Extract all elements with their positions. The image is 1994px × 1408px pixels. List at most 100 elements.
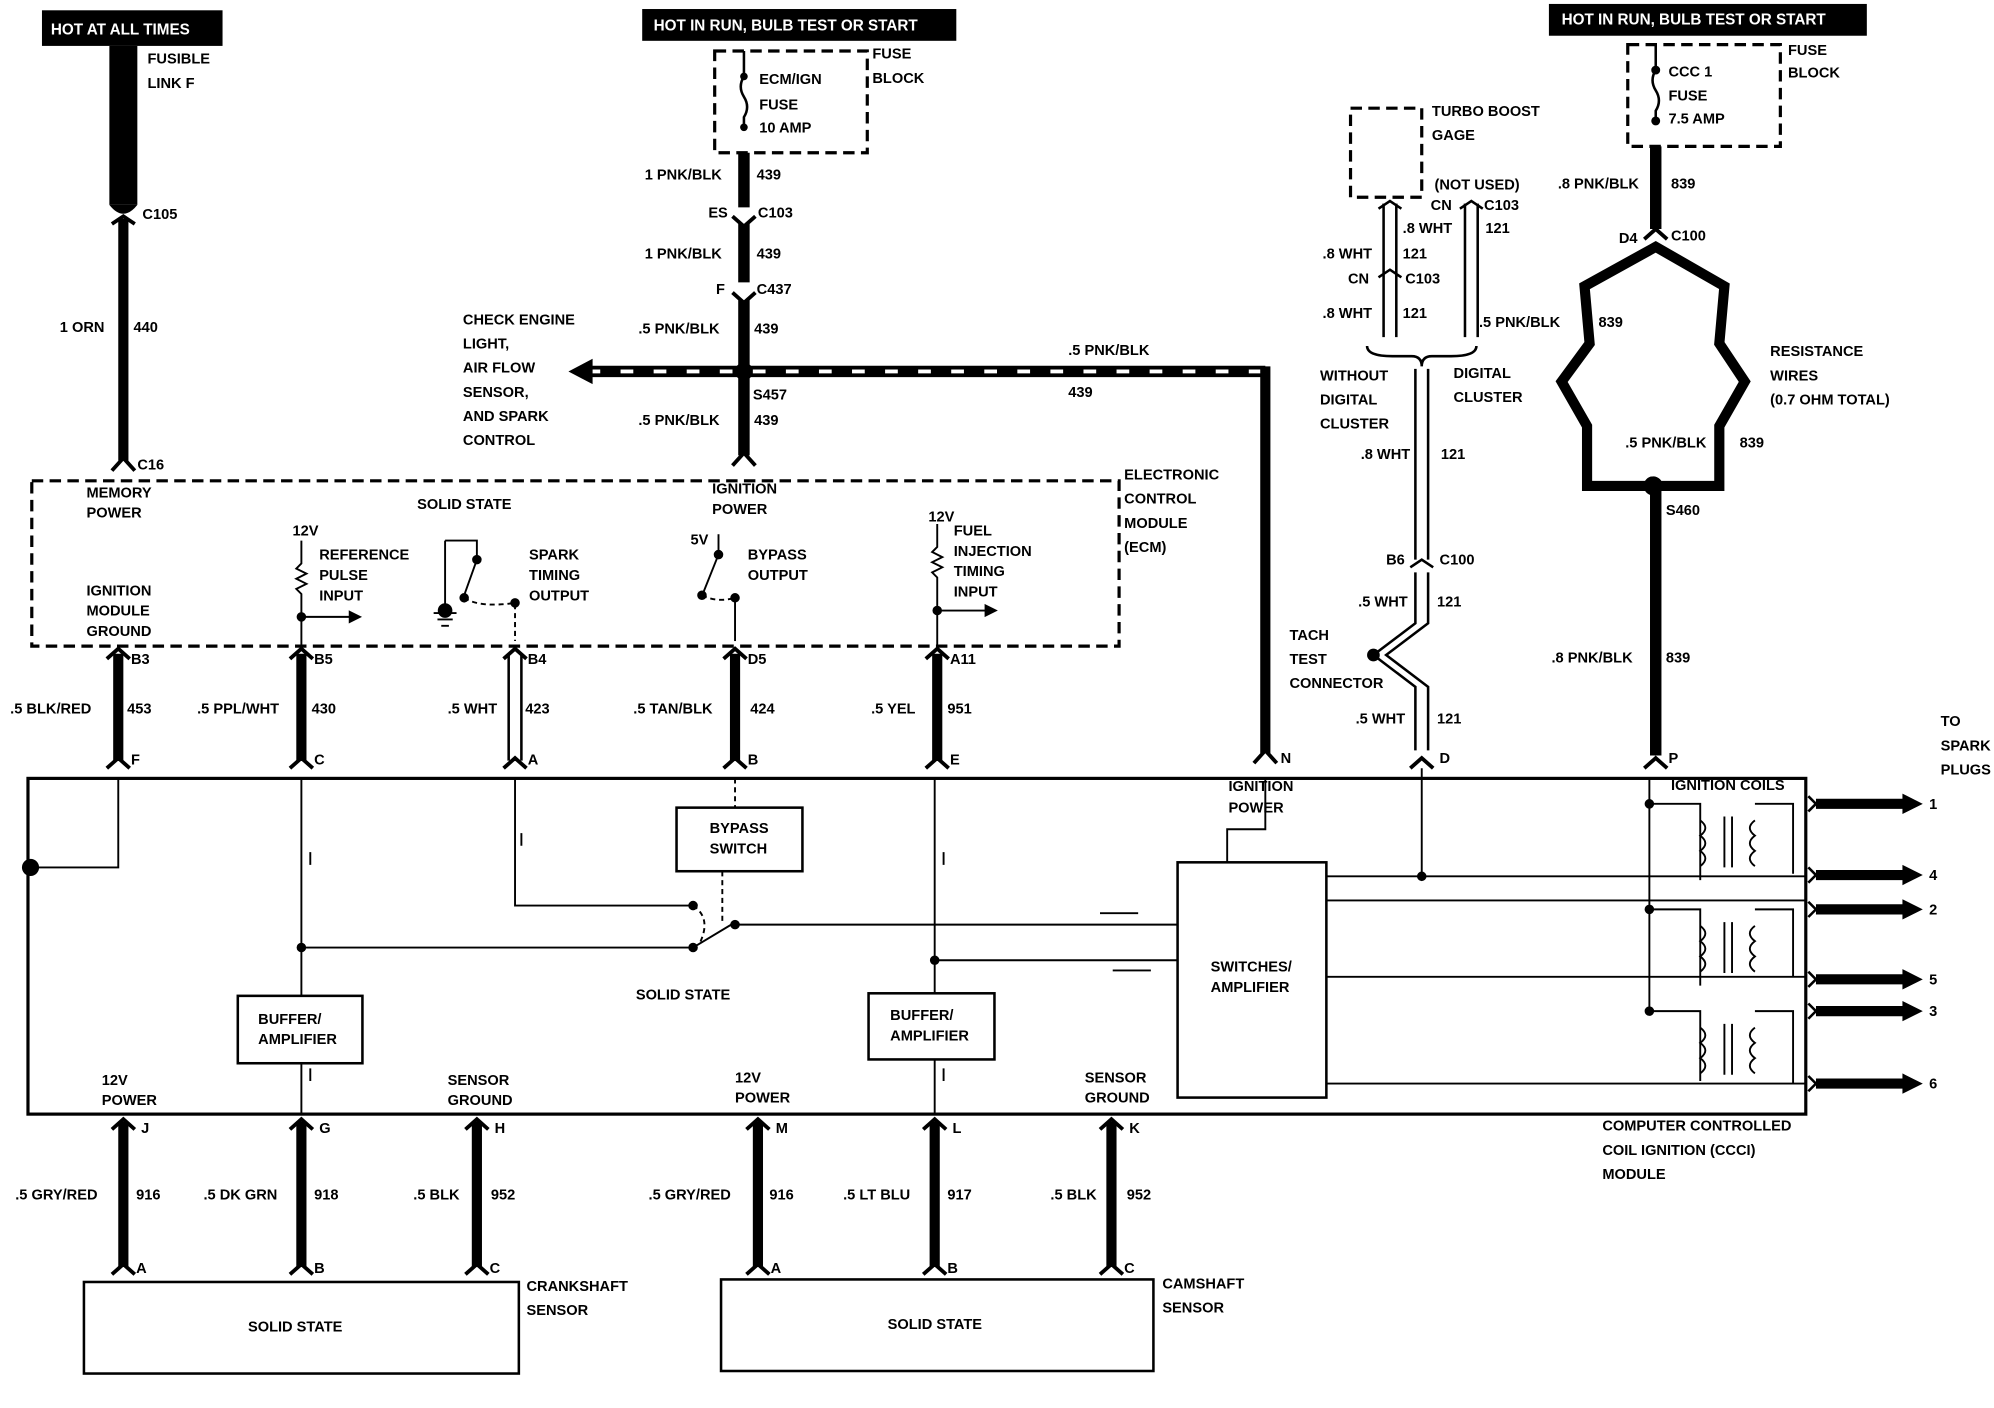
label-sensor-pins-1-pin: G [319, 1121, 330, 1137]
sensor-wires [110, 1116, 1125, 1276]
label-tach-without-2: CLUSTER [1320, 417, 1389, 433]
label-tach-nc: 121 [1403, 306, 1427, 322]
label-ecm-fuel-3: INPUT [954, 585, 998, 601]
label-ecm-ref-2: INPUT [319, 588, 363, 604]
label-tach-not-used: (NOT USED) [1434, 178, 1519, 194]
label-tach-cn1: CN [1431, 198, 1452, 214]
label-ccc-fuse-block1: FUSE [1788, 43, 1827, 59]
label-ecm-fuse-name2: FUSE [759, 97, 798, 113]
label-ecm-spark-1: TIMING [529, 568, 580, 584]
label-ecm-pins-3-pin: D5 [748, 652, 767, 668]
label-sensor-pins-3-pin: M [776, 1121, 788, 1137]
label-ccc-fuse-name1: CCC 1 [1668, 64, 1712, 80]
bypass-switch-box [675, 806, 804, 873]
label-sensor-pins-1-color: .5 DK GRN [203, 1187, 277, 1203]
wire-439 [731, 152, 757, 467]
label-ecm-fuse-rating: 10 AMP [759, 120, 811, 136]
label-tach-digital-1: CLUSTER [1454, 390, 1523, 406]
label-ecm-pins-1-ccci: C [314, 752, 325, 768]
label-ecm-ign-gnd-2: GROUND [86, 624, 151, 640]
label-ccci-p12a-0: 12V [102, 1073, 128, 1089]
label-ecm-pins-4-circuit: 951 [947, 702, 971, 718]
label-ecm-pins-2-circuit: 423 [525, 702, 549, 718]
ecm-fuse-symbol [739, 50, 749, 132]
label-ccci-sg2-0: SENSOR [1085, 1070, 1147, 1086]
label-ecm-fuse-w4n: 439 [754, 413, 778, 429]
label-tach-nf: 121 [1437, 595, 1461, 611]
ccci-internal-wiring [21, 768, 1806, 1115]
label-ecm-fuse-c103: C103 [758, 206, 793, 222]
label-ecm-name-3: (ECM) [1124, 540, 1166, 556]
spark-plug-output-4 [1807, 969, 1923, 990]
label-ecm-pins-2-pin: B4 [528, 652, 548, 668]
label-ecm-pins-4-pin: A11 [950, 652, 976, 668]
label-sensor-pins-1-circuit: 918 [314, 1187, 338, 1203]
label-ccci-solid-state: SOLID STATE [636, 988, 731, 1004]
label-tach-wa: .8 WHT [1403, 221, 1453, 237]
label-tach-ng: 121 [1437, 712, 1461, 728]
label-ecm-fuse-w3c: .5 PNK/BLK [638, 321, 720, 337]
label-ccci-name-0: COMPUTER CONTROLLED [1602, 1119, 1791, 1135]
label-check-engine-2: AIR FLOW [463, 361, 535, 377]
label-tach-gage-1: GAGE [1432, 128, 1475, 144]
label-ccc-fuse-s460: S460 [1666, 503, 1700, 519]
label-ecm-fuse-branch-n: 439 [1068, 385, 1092, 401]
label-ecm-bypass-0: BYPASS [748, 548, 807, 564]
label-ecm-pins-1-circuit: 430 [312, 702, 336, 718]
label-ccci-p12a-1: POWER [102, 1093, 158, 1109]
label-sensor-pins-2-pin: H [495, 1121, 506, 1137]
label-tach-nb: 121 [1403, 246, 1427, 262]
label-sensor-pins-5-color: .5 BLK [1050, 1187, 1097, 1203]
label-tach-gage-0: TURBO BOOST [1432, 104, 1540, 120]
label-ccc-fuse-d4: D4 [1619, 231, 1639, 247]
label-tach-pin-d: D [1440, 751, 1451, 767]
wire-839 [1555, 44, 1751, 770]
label-ccc-fuse-w3c: .8 PNK/BLK [1551, 651, 1633, 667]
label-tach-pnk: .5 PNK/BLK [1479, 315, 1561, 331]
label-ecm-solid-state: SOLID STATE [417, 497, 512, 513]
label-tach-wd: .8 WHT [1361, 447, 1411, 463]
label-ccci-buffer2-1: AMPLIFIER [890, 1028, 969, 1044]
label-ecm-memory-1: POWER [86, 506, 142, 522]
label-left-feed-c105: C105 [142, 207, 177, 223]
label-ccci-name-1: COIL IGNITION (CCCI) [1602, 1143, 1755, 1159]
label-ccci-outputs-2: 2 [1929, 902, 1937, 918]
hot-run-bar-right [1548, 3, 1867, 36]
label-ccci-sg2-1: GROUND [1085, 1091, 1150, 1107]
hot-run-bar-mid [642, 9, 957, 41]
camshaft-sensor-box [719, 1278, 1155, 1373]
label-ccci-outputs-1: 4 [1929, 868, 1938, 884]
label-left-feed-fusible2: LINK F [148, 76, 195, 92]
label-ecm-fuse-w3n: 439 [754, 321, 778, 337]
label-ccc-fuse-resistance-0: RESISTANCE [1770, 344, 1863, 360]
label-ccci-outputs-4: 3 [1929, 1004, 1937, 1020]
label-ccci-to-plugs-1: SPARK [1941, 738, 1992, 754]
label-ccc-fuse-block2: BLOCK [1788, 66, 1840, 82]
label-tach-c100: C100 [1440, 553, 1475, 569]
label-sensor-pins-0-end: A [136, 1261, 147, 1277]
label-ecm-fuse-block2: BLOCK [872, 71, 924, 87]
label-sensor-pins-2-color: .5 BLK [413, 1187, 460, 1203]
label-tach-wf: .5 WHT [1356, 712, 1406, 728]
label-tach-connector-2: CONNECTOR [1289, 676, 1383, 692]
label-sensor-pins-1-end: B [314, 1261, 325, 1277]
label-check-engine-0: CHECK ENGINE [463, 312, 575, 328]
label-left-feed-fusible1: FUSIBLE [148, 52, 211, 68]
label-sensor-pins-0-color: .5 GRY/RED [15, 1187, 97, 1203]
label-sensor-pins-5-end: C [1124, 1261, 1135, 1277]
label-ecm-name-0: ELECTRONIC [1124, 468, 1219, 484]
label-sensors-crank-name-1: SENSOR [526, 1303, 588, 1319]
label-ccc-fuse-rn: 839 [1599, 315, 1623, 331]
label-ccc-fuse-c100: C100 [1671, 228, 1706, 244]
label-ecm-fuse-block1: FUSE [872, 47, 911, 63]
hot-all-times-bar [41, 10, 223, 46]
label-ecm-pins-1-pin: B5 [314, 652, 333, 668]
buffer-amplifier-box-1 [236, 994, 364, 1065]
label-tach-we: .5 WHT [1358, 595, 1408, 611]
label-ccc-fuse-rating: 7.5 AMP [1668, 111, 1725, 127]
label-ccci-name-2: MODULE [1602, 1167, 1666, 1183]
arrow-left-icon [568, 358, 593, 385]
label-ccci-outputs-0: 1 [1929, 797, 1937, 813]
label-ecm-fuel-2: TIMING [954, 564, 1005, 580]
ecm-internal [294, 524, 998, 647]
